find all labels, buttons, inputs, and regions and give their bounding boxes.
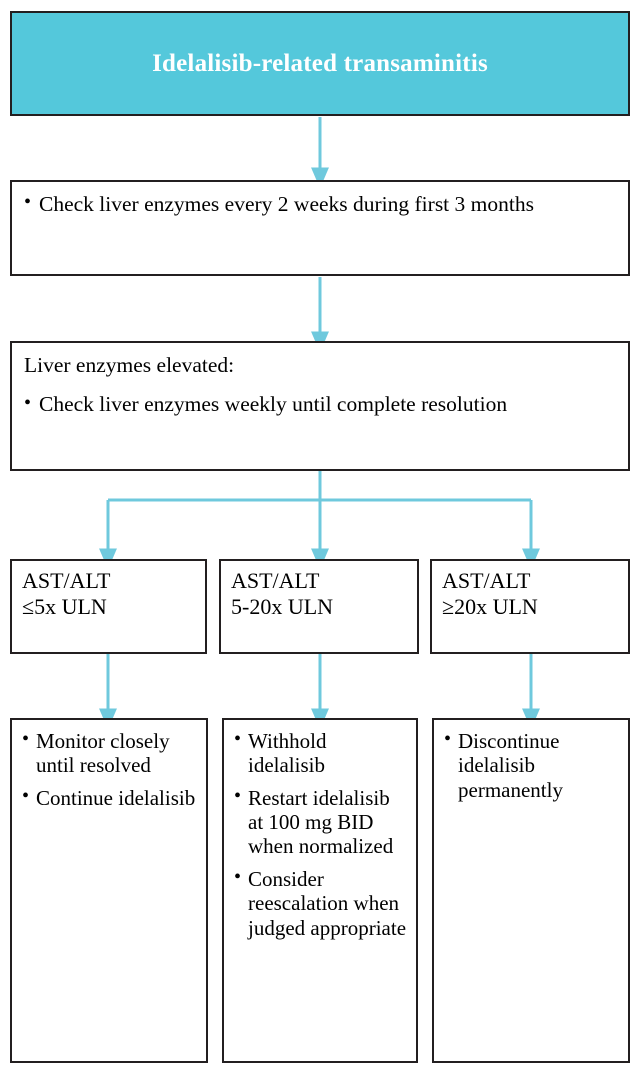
list-item: Monitor closely until resolved	[22, 728, 198, 778]
grade-high-line1: AST/ALT	[442, 568, 531, 593]
list-item: Restart idelalisib at 100 mg BID when no…	[234, 785, 408, 859]
node-elevated: Liver enzymes elevated: Check liver enzy…	[10, 341, 630, 471]
node-action-mid: Withhold idelalisib Restart idelalisib a…	[222, 718, 418, 1063]
list-item: Continue idelalisib	[22, 785, 198, 810]
grade-mid-line2: 5-20x ULN	[231, 593, 334, 619]
grade-high-body: AST/ALT ≥20x ULN	[432, 561, 628, 626]
node-header: Idelalisib-related transaminitis	[10, 11, 630, 116]
action-mid-bullet-list: Withhold idelalisib Restart idelalisib a…	[234, 728, 408, 940]
node-grade-low: AST/ALT ≤5x ULN	[10, 559, 207, 654]
list-item: Check liver enzymes every 2 weeks during…	[24, 191, 616, 217]
action-low-body: Monitor closely until resolved Continue …	[12, 720, 206, 826]
action-high-bullet-list: Discontinue idelalisib permanently	[444, 728, 620, 802]
action-high-body: Discontinue idelalisib permanently	[434, 720, 628, 818]
node-monitoring: Check liver enzymes every 2 weeks during…	[10, 180, 630, 276]
header-title: Idelalisib-related transaminitis	[152, 49, 488, 77]
grade-low-body: AST/ALT ≤5x ULN	[12, 561, 205, 626]
list-item: Check liver enzymes weekly until complet…	[24, 392, 616, 417]
action-low-bullet-list: Monitor closely until resolved Continue …	[22, 728, 198, 810]
elevated-heading: Liver enzymes elevated:	[24, 353, 235, 377]
grade-high-line2: ≥20x ULN	[442, 593, 538, 619]
node-grade-mid: AST/ALT 5-20x ULN	[219, 559, 419, 654]
elevated-bullet-list: Check liver enzymes weekly until complet…	[24, 392, 616, 417]
node-action-low: Monitor closely until resolved Continue …	[10, 718, 208, 1063]
grade-mid-line1: AST/ALT	[231, 568, 320, 593]
list-item: Withhold idelalisib	[234, 728, 408, 778]
list-item: Consider reescalation when judged approp…	[234, 866, 408, 940]
grade-low-line1: AST/ALT	[22, 568, 111, 593]
action-mid-body: Withhold idelalisib Restart idelalisib a…	[224, 720, 416, 956]
monitoring-body: Check liver enzymes every 2 weeks during…	[12, 182, 628, 225]
monitoring-bullet-list: Check liver enzymes every 2 weeks during…	[24, 191, 616, 217]
node-grade-high: AST/ALT ≥20x ULN	[430, 559, 630, 654]
node-action-high: Discontinue idelalisib permanently	[432, 718, 630, 1063]
list-item: Discontinue idelalisib permanently	[444, 728, 620, 802]
grade-mid-body: AST/ALT 5-20x ULN	[221, 561, 417, 626]
grade-low-line2: ≤5x ULN	[22, 593, 107, 619]
elevated-body: Liver enzymes elevated: Check liver enzy…	[12, 343, 628, 426]
